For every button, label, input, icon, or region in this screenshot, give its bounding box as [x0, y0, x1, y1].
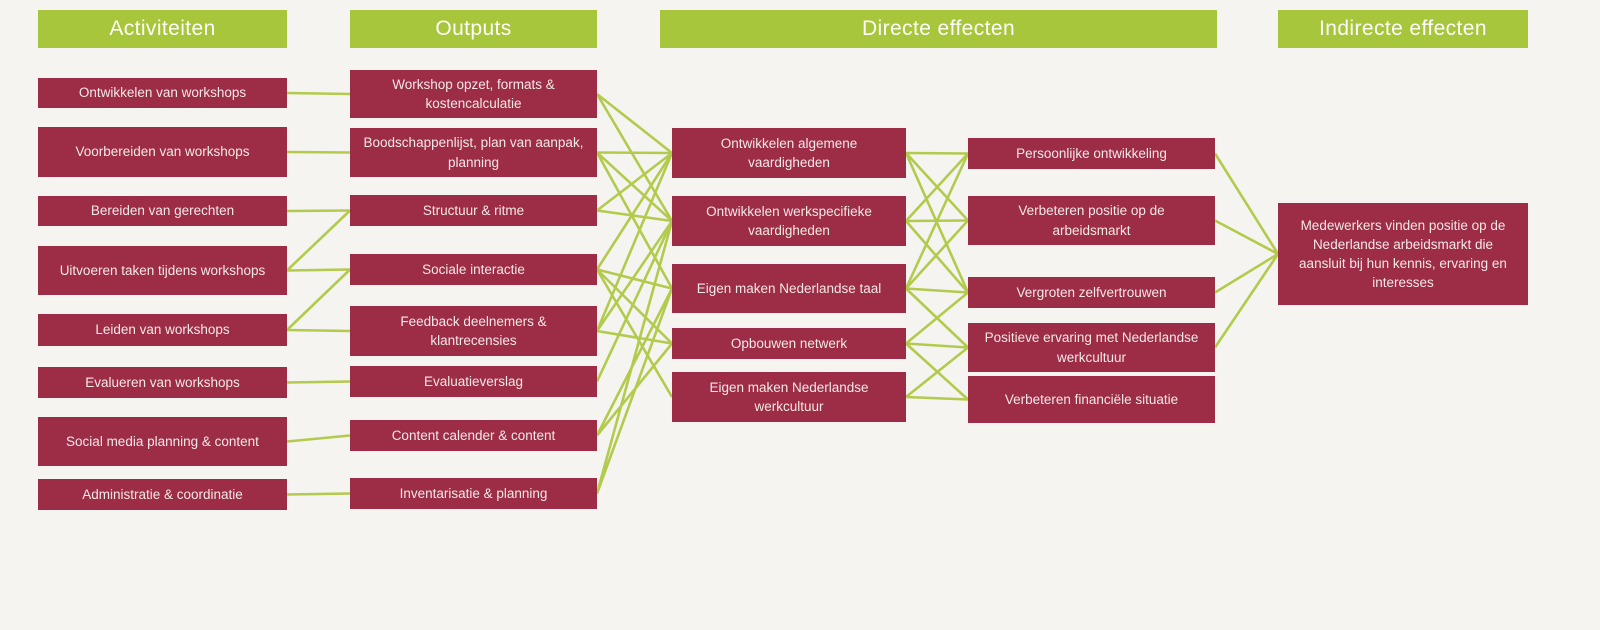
diagram-node-e4: Positieve ervaring met Nederlandse werkc… — [968, 323, 1215, 372]
connector-line-o4-d4 — [596, 268, 673, 345]
connector-line-a6-o6 — [286, 380, 351, 384]
connector-line-o2-d2 — [596, 151, 673, 222]
connector-line-a2-o2 — [286, 150, 351, 154]
diagram-node-a7: Social media planning & content — [38, 417, 287, 466]
diagram-node-e3: Vergroten zelfvertrouwen — [968, 277, 1215, 308]
connector-line-a1-o1 — [286, 91, 351, 96]
connector-line-a7-o7 — [286, 434, 351, 443]
connector-line-d5-e5 — [905, 395, 969, 401]
connector-line-d5-e4 — [905, 346, 969, 399]
diagram-node-d3: Eigen maken Nederlandse taal — [672, 264, 906, 313]
diagram-node-e1: Persoonlijke ontwikkeling — [968, 138, 1215, 169]
connector-line-d4-e4 — [905, 342, 969, 349]
diagram-node-f1: Medewerkers vinden positie op de Nederla… — [1278, 203, 1528, 305]
connector-line-o3-d1 — [596, 151, 673, 212]
connector-line-o6-d2 — [595, 220, 674, 383]
diagram-node-e5: Verbeteren financiële situatie — [968, 376, 1215, 423]
connector-line-e3-f1 — [1214, 252, 1279, 294]
diagram-node-o2: Boodschappenlijst, plan van aanpak, plan… — [350, 128, 597, 177]
diagram-node-o8: Inventarisatie & planning — [350, 478, 597, 509]
connector-line-e2-f1 — [1214, 219, 1279, 256]
connector-line-d3-e1 — [904, 152, 970, 290]
column-header-outputs: Outputs — [350, 10, 597, 48]
connector-line-a3-o3 — [286, 209, 351, 213]
connector-line-d2-e1 — [905, 152, 969, 222]
connector-line-a5-o4 — [286, 268, 351, 331]
connector-line-o3-d2 — [596, 209, 673, 223]
diagram-node-d2: Ontwikkelen werkspecifieke vaardigheden — [672, 196, 906, 246]
connector-line-a4-o4 — [286, 268, 351, 272]
connector-line-o2-d1 — [596, 151, 673, 155]
connector-line-o1-d1 — [596, 92, 673, 155]
diagram-node-d5: Eigen maken Nederlandse werkcultuur — [672, 372, 906, 422]
connector-line-d3-e2 — [905, 219, 969, 290]
connector-line-d2-e3 — [905, 220, 969, 294]
column-header-activiteiten: Activiteiten — [38, 10, 287, 48]
diagram-node-a3: Bereiden van gerechten — [38, 196, 287, 226]
diagram-node-a5: Leiden van workshops — [38, 314, 287, 346]
diagram-node-d4: Opbouwen netwerk — [672, 328, 906, 359]
connector-line-d3-e3 — [905, 287, 969, 294]
column-header-indirecte-effecten: Indirecte effecten — [1278, 10, 1528, 48]
diagram-node-a1: Ontwikkelen van workshops — [38, 78, 287, 108]
diagram-node-e2: Verbeteren positie op de arbeidsmarkt — [968, 196, 1215, 245]
connector-line-e4-f1 — [1213, 253, 1280, 349]
connector-line-o4-d3 — [596, 268, 673, 290]
connector-line-d1-e1 — [905, 151, 969, 155]
diagram-node-o3: Structuur & ritme — [350, 195, 597, 226]
connector-line-a8-o8 — [286, 492, 351, 496]
diagram-node-o5: Feedback deelnemers & klantrecensies — [350, 306, 597, 356]
diagram-node-a2: Voorbereiden van workshops — [38, 127, 287, 177]
connector-line-o5-d4 — [596, 329, 673, 345]
diagram-node-o7: Content calender & content — [350, 420, 597, 451]
connector-line-e1-f1 — [1213, 152, 1280, 255]
connector-line-o5-d2 — [595, 220, 674, 332]
connector-line-o1-d2 — [595, 93, 674, 222]
diagram-node-a4: Uitvoeren taken tijdens workshops — [38, 246, 287, 295]
diagram-node-o6: Evaluatieverslag — [350, 366, 597, 397]
diagram-node-o1: Workshop opzet, formats & kostencalculat… — [350, 70, 597, 118]
connector-line-o8-d2 — [595, 220, 674, 494]
diagram-node-a8: Administratie & coordinatie — [38, 479, 287, 510]
connector-line-o4-d5 — [595, 268, 674, 398]
column-header-directe-effecten: Directe effecten — [660, 10, 1217, 48]
diagram-node-o4: Sociale interactie — [350, 254, 597, 285]
connector-line-a4-o3 — [286, 209, 351, 272]
connector-line-a5-o5 — [286, 328, 351, 333]
connector-line-d4-e3 — [905, 291, 969, 345]
diagram-node-a6: Evalueren van workshops — [38, 367, 287, 398]
connector-line-o8-d3 — [595, 288, 674, 494]
connector-line-o4-d1 — [595, 152, 674, 271]
diagram-node-d1: Ontwikkelen algemene vaardigheden — [672, 128, 906, 178]
connector-line-o5-d1 — [595, 152, 674, 332]
